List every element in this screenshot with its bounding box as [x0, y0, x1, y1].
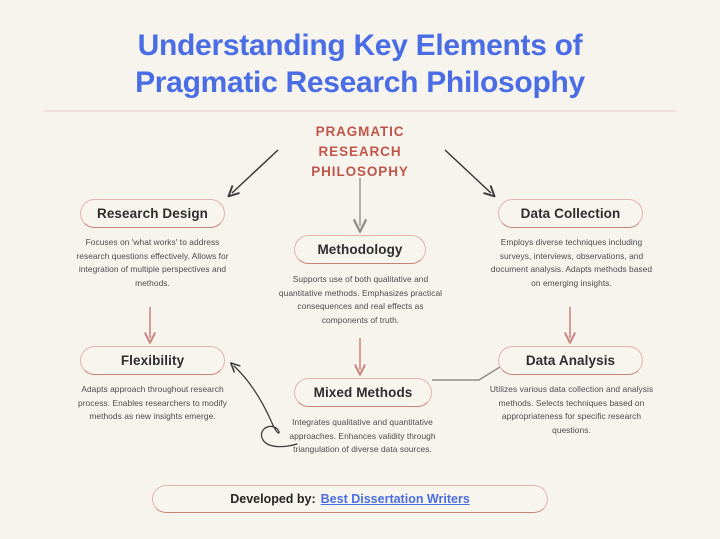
node-flexibility[interactable]: Flexibility	[80, 346, 225, 375]
center-heading-line-3: PHILOSOPHY	[311, 163, 409, 179]
center-heading: PRAGMATIC RESEARCH PHILOSOPHY	[260, 122, 460, 182]
title-line-2: Pragmatic Research Philosophy	[135, 65, 585, 99]
node-data-collection-label: Data Collection	[520, 206, 621, 221]
node-research-design-label: Research Design	[96, 206, 209, 221]
node-data-collection[interactable]: Data Collection	[498, 199, 643, 228]
node-data-analysis[interactable]: Data Analysis	[498, 346, 643, 375]
page-title: Understanding Key Elements of Pragmatic …	[0, 28, 720, 101]
node-methodology-label: Methodology	[317, 242, 403, 257]
title-line-1: Understanding Key Elements of	[137, 29, 583, 62]
node-data-analysis-label: Data Analysis	[525, 353, 616, 368]
footer-credit: Developed by: Best Dissertation Writers	[152, 485, 548, 513]
node-data-collection-description: Employs diverse techniques including sur…	[490, 237, 653, 288]
center-heading-line-2: RESEARCH	[318, 143, 402, 159]
node-flexibility-description: Adapts approach throughout research proc…	[78, 384, 227, 422]
title-divider	[44, 110, 676, 112]
node-methodology-description: Supports use of both qualitative and qua…	[278, 274, 443, 325]
node-mixed-methods[interactable]: Mixed Methods	[294, 378, 432, 407]
node-methodology[interactable]: Methodology	[294, 235, 426, 264]
footer-prefix: Developed by:	[230, 492, 316, 506]
arrow-mixed-methods-to-data-analysis	[432, 358, 514, 381]
footer-link[interactable]: Best Dissertation Writers	[320, 492, 470, 506]
node-flexibility-label: Flexibility	[120, 353, 185, 368]
node-mixed-methods-label: Mixed Methods	[313, 385, 413, 400]
node-research-design[interactable]: Research Design	[80, 199, 225, 228]
node-research-design-description: Focuses on 'what works' to address resea…	[76, 237, 229, 288]
node-data-analysis-description: Utilizes various data collection and ana…	[489, 384, 654, 435]
node-mixed-methods-description: Integrates qualitative and quantitative …	[289, 417, 436, 455]
center-heading-line-1: PRAGMATIC	[315, 124, 405, 139]
